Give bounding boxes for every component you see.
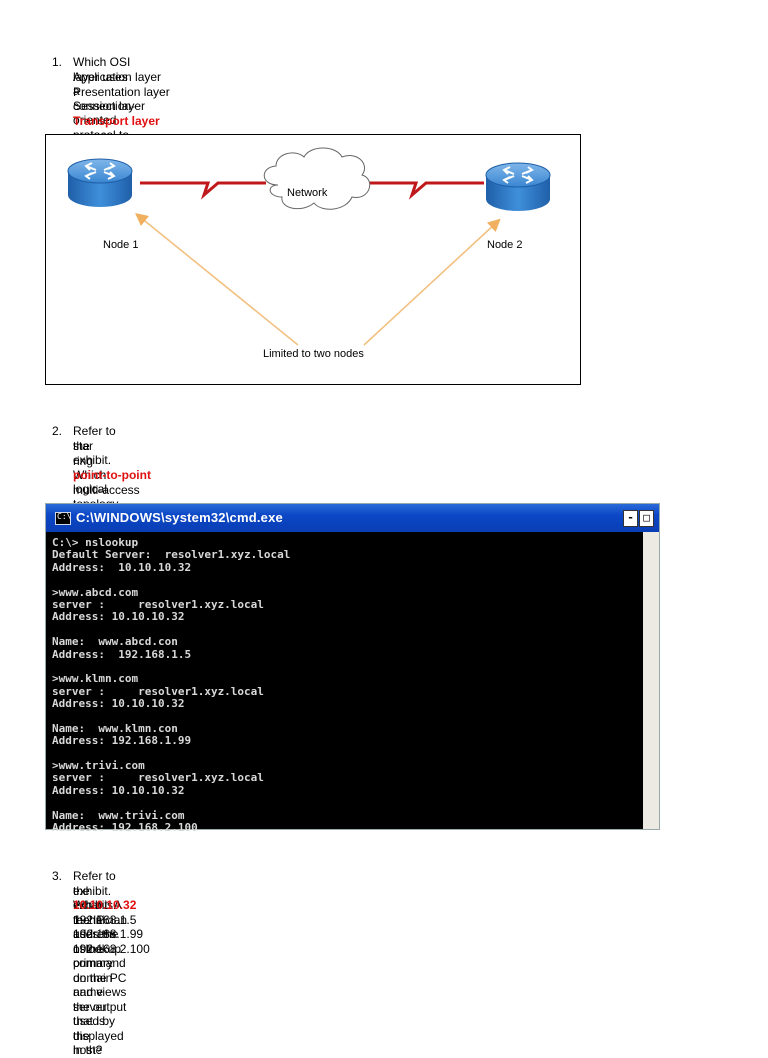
console-line: Address: 10.10.10.32: [52, 697, 185, 711]
router-icon: [67, 158, 133, 207]
correct-answer: point-to-point: [73, 468, 151, 482]
console-line: [52, 797, 290, 809]
console-line: Address: 10.10.10.32: [52, 783, 185, 797]
arrow-to-node-1: [135, 212, 299, 346]
answer-option: multi-access: [73, 482, 140, 497]
console-line: Default Server: resolver1.xyz.local: [52, 548, 291, 562]
console-line: Address: 192.168.1.99: [52, 734, 192, 748]
console-line: server : resolver1.xyz.local: [52, 771, 264, 785]
cloud-icon: [263, 147, 371, 210]
answer-option: Application layer: [73, 70, 162, 84]
network-diagram-exhibit: Network Node 1 Node 2 Limited to two nod…: [45, 134, 581, 385]
correct-answer: 10.10.10.32: [73, 898, 137, 912]
answer-options: star ring point-to-point multi-access: [73, 439, 151, 497]
answer-option: 192.168.1.5: [73, 912, 137, 927]
console-line: >www.klmn.com: [52, 672, 139, 686]
console-line: server : resolver1.xyz.local: [52, 684, 264, 698]
answer-option: star: [73, 439, 94, 453]
console-line: >www.trivi.com: [52, 759, 145, 773]
answer-option: 192.168.1.99: [73, 927, 144, 941]
console-line: Name: www.abcd.con: [52, 635, 178, 649]
question-number: 2.: [52, 424, 63, 438]
console-line: >www.abcd.com: [52, 585, 139, 599]
window-titlebar: C:\ C:\WINDOWS\system32\cmd.exe - □: [46, 504, 659, 532]
question-stem-line-2: exhibit. What is the IP address of the p…: [73, 883, 116, 1058]
maximize-button: □: [639, 510, 654, 527]
serial-link-left: [140, 181, 266, 200]
minimize-button: -: [623, 510, 638, 527]
cloud-label: Network: [287, 187, 328, 199]
console-line: C:\> nslookup: [52, 536, 139, 549]
question-number: 3.: [52, 869, 63, 883]
answer-option: 192.168.2.100: [73, 941, 150, 956]
vertical-scrollbar: [643, 532, 659, 829]
node-1-label: Node 1: [103, 239, 139, 251]
answer-option: Presentation layer: [73, 84, 170, 99]
router-icon: [485, 162, 551, 211]
console-line: Name: www.trivi.com: [52, 808, 185, 822]
cmd-window-exhibit: C:\ C:\WINDOWS\system32\cmd.exe - □ C:\>…: [45, 503, 660, 834]
answer-option: Session layer: [73, 99, 146, 113]
console-line: [52, 574, 290, 586]
window-title: C:\WINDOWS\system32\cmd.exe: [76, 510, 283, 525]
question-number: 1.: [52, 55, 63, 69]
answer-options: 10.10.10.32 192.168.1.5 192.168.1.99 192…: [73, 898, 150, 956]
diagram-drawing: [67, 147, 551, 346]
console-line: [52, 710, 290, 722]
node-2-label: Node 2: [487, 239, 523, 251]
console-line: Address: 10.10.10.32: [52, 610, 185, 624]
console-line: Name: www.klmn.con: [52, 721, 178, 735]
answer-option: ring: [73, 453, 94, 468]
console-line: Address: 10.10.10.32: [52, 560, 192, 574]
console-line: Address: 192.168.2.100: [52, 820, 198, 834]
annotation-label: Limited to two nodes: [263, 348, 364, 360]
answer-options: Application layer Presentation layer Ses…: [73, 70, 170, 128]
arrow-to-node-2: [363, 218, 501, 346]
correct-answer: Transport layer: [73, 113, 160, 128]
cmd-icon: C:\: [55, 512, 71, 525]
console-line: server : resolver1.xyz.local: [52, 597, 264, 611]
console-line: Address: 192.168.1.5: [52, 647, 192, 661]
serial-link-right: [354, 181, 484, 200]
